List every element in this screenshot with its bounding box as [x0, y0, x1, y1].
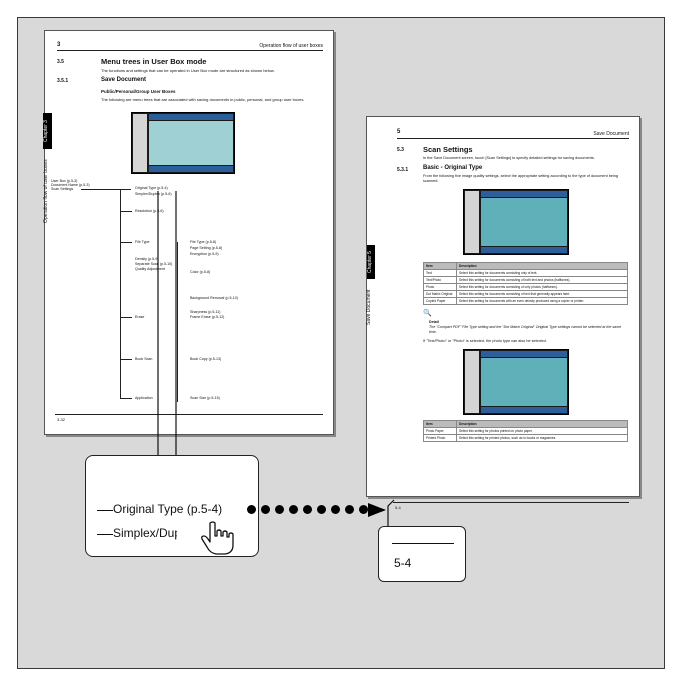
photo-type-screenshot — [463, 349, 569, 415]
section-title: Scan Settings — [423, 145, 473, 154]
tree-page-setting: Page Setting (p.5-8) — [190, 246, 223, 250]
hand-pointer-icon — [201, 521, 234, 555]
footer-rule — [55, 414, 323, 415]
detail-label: Detail — [429, 320, 439, 324]
arrow-dot — [303, 505, 312, 514]
photo-type-note: If "Text/Photo" or "Photo" is selected, … — [423, 339, 547, 343]
header-title: Save Document — [593, 131, 629, 137]
tree-file-type: File Type — [135, 240, 150, 244]
subsection-number: 3.5.1 — [57, 78, 69, 84]
header-title: Operation flow of user boxes — [259, 43, 323, 49]
tree-application: Application — [135, 396, 153, 400]
tree-root-1: User Box (p.5-3) — [51, 179, 78, 183]
header-chapter-number: 5 — [397, 129, 401, 135]
arrow-dot — [345, 505, 354, 514]
page-number-callout — [378, 526, 466, 582]
callout-original-type: Original Type (p.5-4) — [113, 502, 223, 516]
subsection-number: 5.3.1 — [397, 167, 409, 173]
tree-trunk — [120, 189, 121, 399]
tree-simplex-duplex: Simplex/Duplex (p.5-6) — [135, 192, 172, 196]
section-description: The functions and settings that can be o… — [101, 68, 275, 73]
section-number: 3.5 — [57, 59, 64, 65]
left-manual-page: 3 Operation flow of user boxes 3.5 Menu … — [43, 30, 334, 435]
right-manual-page: 5 Save Document 5.3 Scan Settings In the… — [366, 116, 640, 510]
arrow-dot — [317, 505, 326, 514]
tree-background-removal: Background Removal (p.5-10) — [190, 296, 238, 300]
arrow-dot — [261, 505, 270, 514]
tree-root-2: Document Name (p.5-3) — [51, 183, 90, 187]
tree-separate-scan: Separate Scan (p.5-10) — [135, 262, 173, 266]
tree-sharpness: Sharpness (p.5-11) — [190, 310, 221, 314]
arrow-dot — [359, 505, 368, 514]
tree-color: Color (p.5-8) — [190, 270, 211, 274]
arrow-dot — [275, 505, 284, 514]
sub-description: The following are menu trees that are as… — [101, 97, 305, 102]
magnified-tree-callout — [85, 455, 259, 557]
tree-original-type: Original Type (p.5-4) — [135, 186, 168, 190]
subsection-title: Basic - Original Type — [423, 165, 483, 171]
tree-book-copy: Book Copy (p.5-13) — [190, 357, 222, 361]
control-panel-screenshot — [131, 112, 235, 174]
section-number: 5.3 — [397, 147, 404, 153]
tree-book-scan: Book Scan — [135, 357, 153, 361]
arrow-dot — [331, 505, 340, 514]
tree-erase: Erase — [135, 315, 145, 319]
tree-resolution: Resolution (p.5-6) — [135, 209, 164, 213]
header-chapter-number: 3 — [57, 42, 61, 48]
tree-file-type-sub: File Type (p.5-8) — [190, 240, 217, 244]
tree-frame-erase: Frame Erase (p.5-12) — [190, 315, 225, 319]
tree-density: Density (p.5-9) — [135, 257, 159, 261]
callout-simplex-duplex: Simplex/Duplex (p.5-6) — [113, 526, 236, 540]
footer-page-number: 3-32 — [57, 417, 66, 422]
sub-heading: Public/Personal/Group User Boxes — [101, 89, 176, 94]
tree-scan-size: Scan Size (p.5-15) — [190, 396, 220, 400]
tree-encryption: Encryption (p.5-9) — [190, 252, 219, 256]
detail-text: The "Compact PDF" File Type setting and … — [429, 325, 622, 334]
tree-quality-adjustment: Quality Adjustment — [135, 267, 165, 271]
magnifier-icon: 🔍 — [423, 310, 432, 317]
footer-rule — [393, 502, 629, 503]
section-description: In the Save Document screen, touch [Scan… — [423, 156, 595, 160]
arrow-dot — [247, 505, 256, 514]
callout-page-number: 5-4 — [394, 556, 412, 570]
footer-page-number: 5-4 — [395, 505, 401, 510]
subsection-description: From the following five image quality se… — [423, 174, 619, 183]
original-type-screenshot — [463, 189, 569, 255]
section-title: Menu trees in User Box mode — [101, 57, 207, 66]
header-rule — [57, 50, 323, 51]
arrow-dot — [289, 505, 298, 514]
subsection-title: Save Document — [101, 77, 147, 83]
header-rule — [397, 138, 629, 139]
tree-root-3: Scan Settings — [51, 187, 74, 191]
